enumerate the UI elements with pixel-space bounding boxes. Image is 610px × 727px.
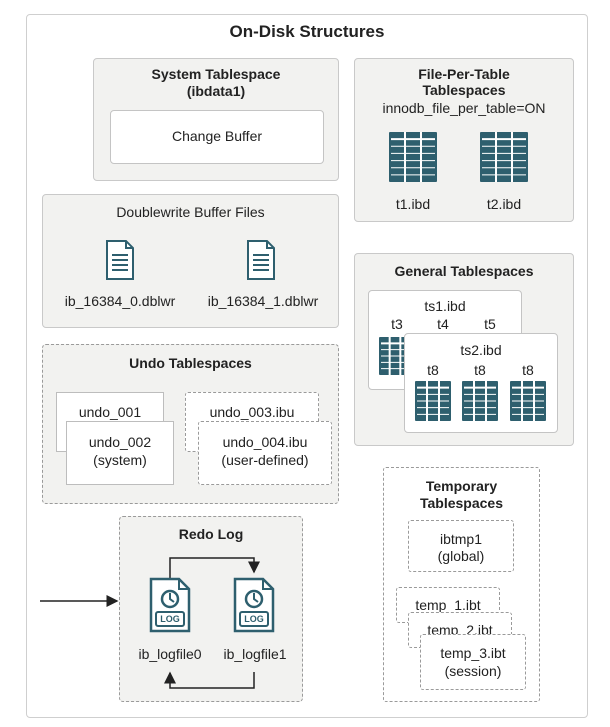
redo-log-panel	[119, 516, 303, 702]
change-buffer-box	[110, 110, 324, 164]
undo-001-label: undo_001	[78, 404, 142, 420]
table-icon	[414, 380, 452, 422]
undo-002-sub: (system)	[93, 452, 147, 468]
ts1-table-t4-label: t4	[437, 316, 449, 332]
temp-1-label: temp_1.ibt	[415, 597, 481, 613]
dblwr-file-1-label: ib_16384_1.dblwr	[207, 293, 319, 309]
ts1-table-t5-label: t5	[484, 316, 496, 332]
undo-003-label: undo_003.ibu	[209, 404, 295, 420]
undo-004-label: undo_004.ibu	[222, 434, 308, 450]
document-icon	[105, 240, 135, 280]
temporary-title: Temporary	[425, 478, 498, 494]
ts2-table-label: t8	[427, 362, 439, 378]
t1-ibd-label: t1.ibd	[395, 196, 431, 212]
undo-tablespaces-title: Undo Tablespaces	[129, 355, 252, 371]
t2-ibd-label: t2.ibd	[486, 196, 522, 212]
diagram-frame	[26, 14, 588, 718]
temp-3-sub: (session)	[444, 663, 502, 679]
temporary-title-2: Tablespaces	[419, 495, 503, 511]
doublewrite-panel	[42, 194, 339, 328]
log-badge-label: LOG	[244, 614, 264, 624]
ts1-label: ts1.ibd	[424, 298, 466, 314]
file-per-table-title: File-Per-Table	[418, 66, 510, 82]
undo-004-sub: (user-defined)	[221, 452, 309, 468]
file-per-table-title-2: Tablespaces	[422, 82, 506, 98]
ibtmp1-box	[408, 520, 514, 572]
ibtmp1-label: ibtmp1	[439, 531, 483, 547]
file-per-table-setting: innodb_file_per_table=ON	[382, 100, 546, 116]
undo-002-label: undo_002	[88, 434, 152, 450]
diagram-title: On-Disk Structures	[229, 22, 385, 41]
dblwr-file-0-label: ib_16384_0.dblwr	[64, 293, 176, 309]
change-buffer-label: Change Buffer	[171, 128, 263, 144]
logfile1-label: ib_logfile1	[223, 646, 287, 662]
ts2-table-label: t8	[522, 362, 534, 378]
general-tablespaces-title: General Tablespaces	[394, 263, 534, 279]
log-badge-label: LOG	[160, 614, 180, 624]
temporary-tablespaces-panel	[383, 467, 540, 702]
system-tablespace-subtitle: (ibdata1)	[186, 83, 246, 99]
undo-002-box	[66, 421, 174, 485]
system-tablespace-title: System Tablespace	[151, 66, 281, 82]
log-file-icon: LOG	[233, 577, 275, 633]
ts2-table-label: t8	[474, 362, 486, 378]
ibtmp1-sub: (global)	[437, 548, 485, 564]
table-icon	[479, 131, 529, 183]
undo-004-box	[198, 421, 332, 485]
logfile0-label: ib_logfile0	[138, 646, 202, 662]
table-icon	[461, 380, 499, 422]
temp-3-label: temp_3.ibt	[440, 645, 506, 661]
log-file-icon: LOG	[149, 577, 191, 633]
document-icon	[246, 240, 276, 280]
temp-3-box	[420, 634, 526, 690]
redo-log-title: Redo Log	[178, 526, 244, 542]
table-icon	[388, 131, 438, 183]
table-icon	[509, 380, 547, 422]
ts1-table-t3-label: t3	[391, 316, 403, 332]
doublewrite-title: Doublewrite Buffer Files	[116, 204, 265, 220]
ts2-label: ts2.ibd	[460, 342, 502, 358]
file-per-table-panel	[354, 58, 574, 222]
